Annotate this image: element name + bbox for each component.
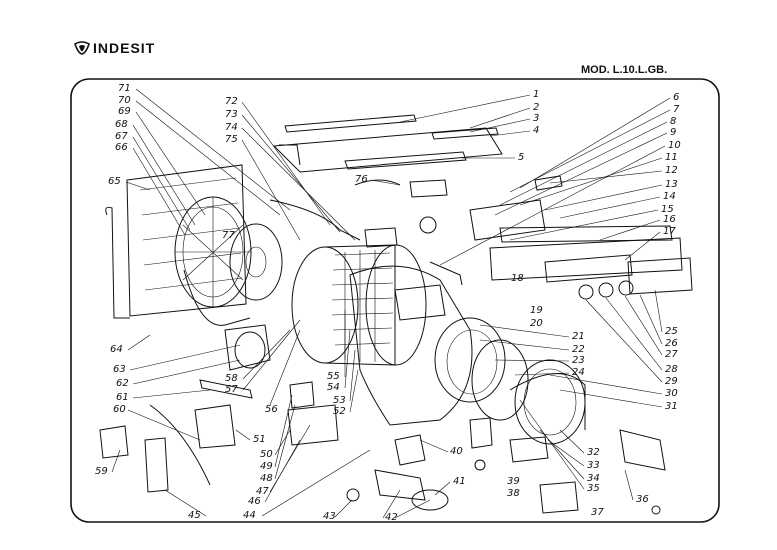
callout-labels: 1 2 3 4 5 6 7 8 9 10 11 12 13 14 15 16 1… bbox=[95, 83, 681, 523]
label-60: 60 bbox=[113, 404, 126, 415]
label-45: 45 bbox=[188, 510, 201, 521]
label-12: 12 bbox=[665, 165, 678, 176]
label-31: 31 bbox=[665, 401, 678, 412]
label-76: 76 bbox=[355, 174, 368, 185]
perforated-drum bbox=[291, 244, 427, 366]
label-2: 2 bbox=[533, 102, 539, 113]
label-27: 27 bbox=[665, 349, 678, 360]
label-42: 42 bbox=[385, 512, 398, 523]
label-72: 72 bbox=[225, 96, 238, 107]
label-19: 19 bbox=[530, 305, 543, 316]
label-52: 52 bbox=[333, 406, 346, 417]
label-74: 74 bbox=[225, 122, 238, 133]
label-7: 7 bbox=[673, 104, 680, 115]
label-58: 58 bbox=[225, 373, 238, 384]
label-30: 30 bbox=[665, 388, 678, 399]
label-32: 32 bbox=[587, 447, 600, 458]
motor-assembly bbox=[99, 324, 666, 515]
label-26: 26 bbox=[665, 338, 678, 349]
label-40: 40 bbox=[450, 446, 463, 457]
label-24: 24 bbox=[572, 367, 585, 378]
label-9: 9 bbox=[670, 127, 676, 138]
label-57: 57 bbox=[225, 384, 238, 395]
label-22: 22 bbox=[572, 344, 585, 355]
label-14: 14 bbox=[663, 191, 676, 202]
label-66: 66 bbox=[115, 142, 128, 153]
brand-name: INDESIT bbox=[93, 40, 156, 56]
label-61: 61 bbox=[116, 392, 129, 403]
label-29: 29 bbox=[665, 376, 678, 387]
label-15: 15 bbox=[661, 204, 674, 215]
label-25: 25 bbox=[665, 326, 678, 337]
label-16: 16 bbox=[663, 214, 676, 225]
label-54: 54 bbox=[327, 382, 340, 393]
label-51: 51 bbox=[253, 434, 266, 445]
leader-lines bbox=[111, 88, 671, 519]
label-36: 36 bbox=[636, 494, 649, 505]
label-3: 3 bbox=[533, 113, 539, 124]
label-33: 33 bbox=[587, 460, 600, 471]
label-44: 44 bbox=[243, 510, 256, 521]
label-75: 75 bbox=[225, 134, 238, 145]
label-64: 64 bbox=[110, 344, 123, 355]
label-77: 77 bbox=[222, 230, 235, 241]
top-lid-parts bbox=[272, 114, 503, 173]
label-65: 65 bbox=[108, 176, 121, 187]
label-10: 10 bbox=[668, 140, 681, 151]
model-label: MOD. L.10.L.GB. bbox=[581, 64, 668, 76]
label-35: 35 bbox=[587, 483, 600, 494]
label-6: 6 bbox=[673, 92, 679, 103]
control-panel bbox=[469, 175, 693, 300]
label-28: 28 bbox=[665, 364, 678, 375]
label-50: 50 bbox=[260, 449, 273, 460]
label-59: 59 bbox=[95, 466, 108, 477]
label-20: 20 bbox=[530, 318, 543, 329]
label-5: 5 bbox=[518, 152, 524, 163]
label-1: 1 bbox=[533, 89, 539, 100]
label-39: 39 bbox=[507, 476, 520, 487]
label-53: 53 bbox=[333, 395, 346, 406]
label-17: 17 bbox=[663, 226, 676, 237]
label-23: 23 bbox=[572, 355, 585, 366]
label-70: 70 bbox=[118, 95, 131, 106]
label-41: 41 bbox=[453, 476, 466, 487]
label-49: 49 bbox=[260, 461, 273, 472]
label-13: 13 bbox=[665, 179, 678, 190]
label-48: 48 bbox=[260, 473, 273, 484]
label-55: 55 bbox=[327, 371, 340, 382]
label-18: 18 bbox=[511, 273, 524, 284]
label-69: 69 bbox=[118, 106, 131, 117]
label-73: 73 bbox=[225, 109, 238, 120]
label-21: 21 bbox=[572, 331, 585, 342]
outer-tub bbox=[349, 265, 586, 445]
label-67: 67 bbox=[115, 131, 128, 142]
label-71: 71 bbox=[118, 83, 131, 94]
label-56: 56 bbox=[265, 404, 278, 415]
label-62: 62 bbox=[116, 378, 129, 389]
back-panel bbox=[105, 164, 247, 319]
label-11: 11 bbox=[665, 152, 678, 163]
diagram-frame bbox=[70, 78, 720, 523]
label-37: 37 bbox=[591, 507, 604, 518]
label-8: 8 bbox=[670, 116, 676, 127]
label-46: 46 bbox=[248, 496, 261, 507]
indesit-logo-icon bbox=[74, 41, 90, 55]
drum-pulley bbox=[174, 196, 283, 326]
label-38: 38 bbox=[507, 488, 520, 499]
label-43: 43 bbox=[323, 511, 336, 522]
label-68: 68 bbox=[115, 119, 128, 130]
brand-logo: INDESIT bbox=[74, 40, 155, 56]
label-47: 47 bbox=[256, 486, 269, 497]
label-4: 4 bbox=[533, 125, 539, 136]
label-63: 63 bbox=[113, 364, 126, 375]
label-34: 34 bbox=[587, 473, 600, 484]
